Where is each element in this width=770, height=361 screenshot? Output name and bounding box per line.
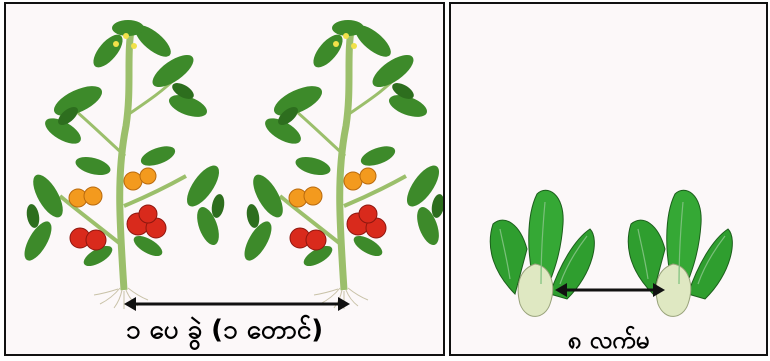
tomato-illustration [6, 4, 443, 354]
bokchoy-spacing-caption: ၈ လက်မ [451, 324, 766, 356]
tomato-plant-right [239, 20, 443, 309]
bokchoy-plant-right [628, 190, 732, 316]
bokchoy-spacing-panel: ၈ လက်မ [449, 2, 768, 356]
tomato-plant-left [19, 20, 226, 309]
bokchoy-illustration [451, 4, 766, 354]
tomato-spacing-caption: ၁ ပေ ခွဲ (၁ တောင်) [6, 312, 443, 351]
tomato-spacing-panel: ၁ ပေ ခွဲ (၁ တောင်) [4, 2, 445, 356]
bokchoy-plant-left [490, 190, 594, 316]
spacing-arrow-left-panel [124, 297, 350, 311]
